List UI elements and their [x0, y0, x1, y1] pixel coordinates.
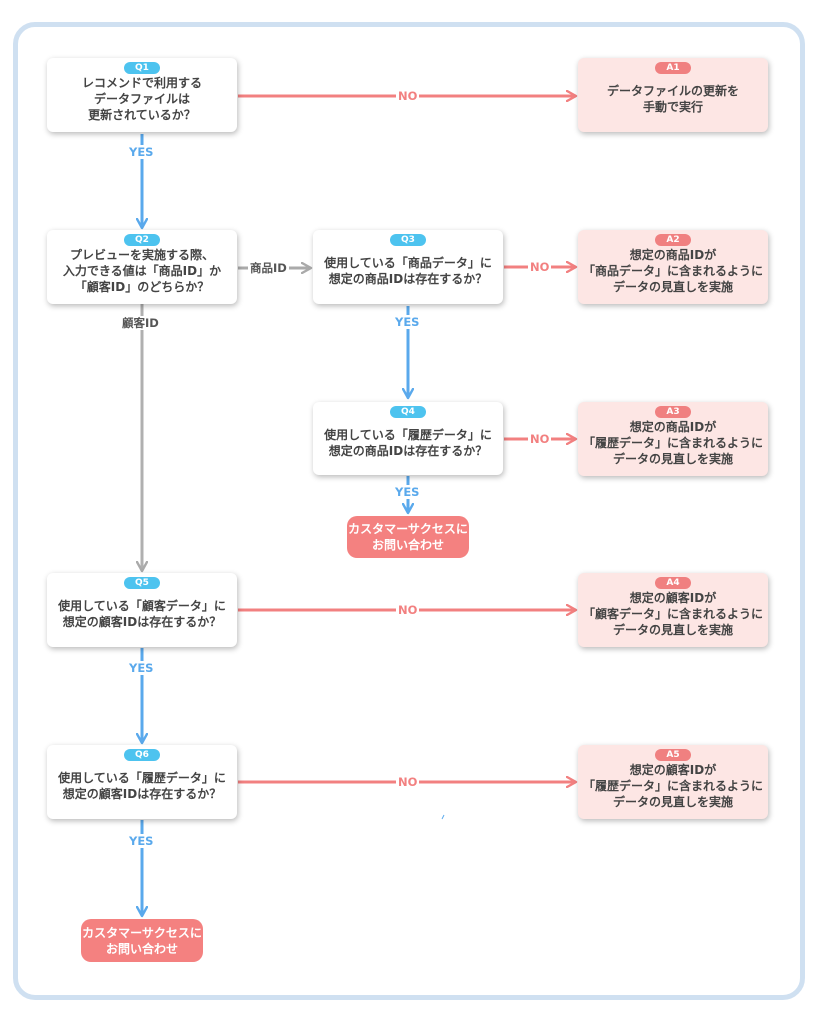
q1-no-label: NO [396, 89, 420, 103]
q4-yes-label: YES [393, 485, 422, 499]
answer-badge: A5 [655, 749, 691, 761]
answer-text: 想定の顧客IDが 「履歴データ」に含まれるように データの見直しを実施 [582, 763, 763, 809]
question-text: 使用している「商品データ」に 想定の商品IDは存在するか？ [324, 256, 492, 286]
question-box-q6: Q6 使用している「履歴データ」に 想定の顧客IDは存在するか？ [47, 745, 237, 819]
question-text: レコメンドで利用する データファイルは 更新されているか？ [81, 76, 202, 122]
question-badge: Q3 [390, 234, 426, 246]
q2-customer-id-label: 顧客ID [120, 316, 161, 330]
question-text: プレビューを実施する際、 入力できる値は「商品ID」か 「顧客ID」のどちらか？ [62, 248, 222, 294]
answer-box-a2: A2 想定の商品IDが 「商品データ」に含まれるように データの見直しを実施 [578, 230, 768, 304]
question-badge: Q2 [124, 234, 160, 246]
question-box-q1: Q1 レコメンドで利用する データファイルは 更新されているか？ [47, 58, 237, 132]
question-badge: Q4 [390, 406, 426, 418]
q3-no-label: NO [528, 260, 552, 274]
q1-yes-label: YES [127, 145, 156, 159]
contact-customer-success-button[interactable]: カスタマーサクセスに お問い合わせ [81, 919, 203, 962]
q3-yes-label: YES [393, 315, 422, 329]
question-text: 使用している「顧客データ」に 想定の顧客IDは存在するか？ [58, 599, 226, 629]
q6-no-label: NO [396, 775, 420, 789]
q6-yes-label: YES [127, 834, 156, 848]
q5-no-label: NO [396, 603, 420, 617]
q4-no-label: NO [528, 432, 552, 446]
answer-badge: A1 [655, 62, 691, 74]
question-box-q5: Q5 使用している「顧客データ」に 想定の顧客IDは存在するか？ [47, 573, 237, 647]
answer-box-a4: A4 想定の顧客IDが 「顧客データ」に含まれるように データの見直しを実施 [578, 573, 768, 647]
answer-text: 想定の商品IDが 「商品データ」に含まれるように データの見直しを実施 [582, 248, 763, 294]
question-text: 使用している「履歴データ」に 想定の商品IDは存在するか？ [324, 427, 492, 458]
answer-badge: A4 [655, 577, 691, 589]
answer-badge: A2 [655, 234, 691, 246]
answer-badge: A3 [655, 406, 691, 418]
q5-yes-label: YES [127, 661, 156, 675]
q2-product-id-label: 商品ID [248, 261, 289, 275]
question-box-q4: Q4 使用している「履歴データ」に 想定の商品IDは存在するか？ [313, 402, 503, 475]
stray-mark [441, 814, 445, 820]
question-text: 使用している「履歴データ」に 想定の顧客IDは存在するか？ [58, 771, 226, 801]
answer-text: 想定の顧客IDが 「顧客データ」に含まれるように データの見直しを実施 [582, 591, 763, 637]
answer-text: データファイルの更新を 手動で実行 [606, 84, 739, 114]
question-badge: Q1 [124, 62, 160, 74]
question-badge: Q6 [124, 749, 160, 761]
answer-box-a5: A5 想定の顧客IDが 「履歴データ」に含まれるように データの見直しを実施 [578, 745, 768, 819]
answer-text: 想定の商品IDが 「履歴データ」に含まれるように データの見直しを実施 [582, 420, 763, 466]
contact-customer-success-button[interactable]: カスタマーサクセスに お問い合わせ [347, 516, 469, 558]
question-box-q3: Q3 使用している「商品データ」に 想定の商品IDは存在するか？ [313, 230, 503, 304]
answer-box-a1: A1 データファイルの更新を 手動で実行 [578, 58, 768, 132]
question-badge: Q5 [124, 577, 160, 589]
answer-box-a3: A3 想定の商品IDが 「履歴データ」に含まれるように データの見直しを実施 [578, 402, 768, 476]
question-box-q2: Q2 プレビューを実施する際、 入力できる値は「商品ID」か 「顧客ID」のどち… [47, 230, 237, 304]
